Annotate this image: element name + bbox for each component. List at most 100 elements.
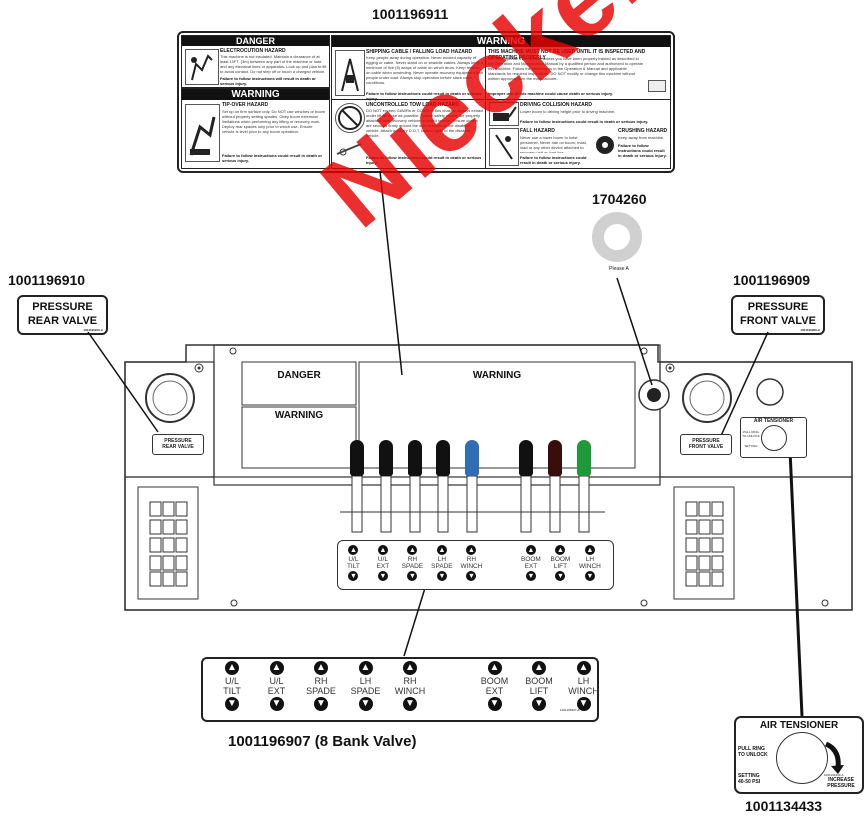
valve-bank-function-line2: SPADE xyxy=(306,686,336,696)
valve-lever-knob[interactable] xyxy=(408,440,422,476)
air-tensioner-decal: AIR TENSIONER PULL RING TO UNLOCK SETTIN… xyxy=(734,716,864,794)
tipover-section: WARNING TIP-OVER HAZARD Set up on firm s… xyxy=(181,88,330,169)
warning-section: WARNING SHIPPING CABLE / FALLING LOAD HA… xyxy=(331,35,671,169)
valve-lever-knob[interactable] xyxy=(519,440,533,476)
down-arrow-icon: ▼ xyxy=(436,570,447,581)
driving-body: Lower boom to driving height prior to dr… xyxy=(520,109,616,114)
panel-rear-pressure-decal: PRESSURE REAR VALVE xyxy=(152,434,204,455)
valve-lever-knob[interactable] xyxy=(548,440,562,476)
panel-valve-function-line1: LH xyxy=(585,555,595,563)
right-switch-grid xyxy=(684,500,726,588)
part-number-rear-valve-decal: 1001196910 xyxy=(8,272,86,288)
part-number-front-valve-decal: 1001196909 xyxy=(733,272,811,288)
panel-air-left-bottom: SETTING xyxy=(744,444,758,448)
down-arrow-icon: ▼ xyxy=(403,697,417,711)
driving-footer: Failure to follow instructions could res… xyxy=(520,119,649,124)
panel-valve-function-line1: RH xyxy=(407,555,418,563)
part-number-safety-decal: 1001196911 xyxy=(372,6,449,22)
valve-bank-function-line1: U/L xyxy=(224,676,239,686)
panel-front-pressure-text: PRESSURE FRONT VALVE xyxy=(688,438,724,450)
panel-air-tensioner-title: AIR TENSIONER xyxy=(753,418,794,424)
panel-valve-function-line1: BOOM xyxy=(550,555,571,563)
down-arrow-icon: ▼ xyxy=(466,570,477,581)
fall-body: Never use a lower boom to hoist personne… xyxy=(520,135,587,153)
tipover-pictogram xyxy=(185,104,220,162)
panel-valve-function-line2: TILT xyxy=(346,563,360,570)
valve-lever-knob[interactable] xyxy=(577,440,591,476)
down-arrow-icon: ▼ xyxy=(576,697,591,711)
tipover-body: Set up on firm surface only. Do NOT use … xyxy=(222,109,326,134)
electrocution-pictogram xyxy=(185,49,219,85)
tow-pictogram-2 xyxy=(335,134,363,162)
driving-title: DRIVING COLLISION HAZARD xyxy=(520,102,592,108)
down-arrow-icon: ▼ xyxy=(377,570,388,581)
inspect-footer: Improper use of this machine could cause… xyxy=(488,91,614,96)
valve-bank-function-line2: WINCH xyxy=(568,686,599,696)
down-arrow-icon: ▼ xyxy=(407,570,418,581)
electrocution-icon xyxy=(191,54,213,81)
tipover-icon xyxy=(189,116,216,156)
up-arrow-icon: ▲ xyxy=(269,661,284,675)
down-arrow-icon: ▼ xyxy=(269,697,284,711)
down-arrow-icon: ▼ xyxy=(555,570,566,581)
panel-valve-function-line2: EXT xyxy=(376,563,390,570)
part-number-air-tensioner-decal: 1001134433 xyxy=(745,798,823,814)
fall-title: FALL HAZARD xyxy=(520,128,555,134)
up-arrow-icon: ▲ xyxy=(525,545,536,556)
up-arrow-icon: ▲ xyxy=(466,545,477,556)
fall-pictogram xyxy=(489,128,519,166)
valve-bank-function-line1: RH xyxy=(314,676,328,686)
tow-title: UNCONTROLLED TOW LOAD HAZARD xyxy=(366,102,459,108)
air-tensioner-small: 1001134433-A xyxy=(824,773,844,777)
shipping-title: SHIPPING CABLE / FALLING LOAD HAZARD xyxy=(366,49,473,55)
rear-valve-label: PRESSURE REAR VALVE xyxy=(27,301,98,327)
valve-lever-knob[interactable] xyxy=(379,440,393,476)
no-tow-icon xyxy=(338,106,362,130)
up-arrow-icon: ▲ xyxy=(348,545,359,556)
up-arrow-icon: ▲ xyxy=(407,545,418,556)
part-number-seal: 1704260 xyxy=(592,191,647,207)
down-arrow-icon: ▼ xyxy=(225,697,239,711)
up-arrow-icon: ▲ xyxy=(555,545,566,556)
panel-rear-pressure-text: PRESSURE REAR VALVE xyxy=(162,438,194,450)
rear-valve-small: 1001196910-A xyxy=(83,328,103,332)
shipping-body: Keep people away during operation. Never… xyxy=(366,55,484,85)
valve-bank-function-line1: BOOM xyxy=(480,676,509,686)
up-arrow-icon: ▲ xyxy=(377,545,388,556)
air-tensioner-increase: INCREASE PRESSURE xyxy=(827,777,855,789)
increase-arrow-icon xyxy=(824,741,844,774)
tow-footer: Failure to follow instructions could res… xyxy=(366,155,482,165)
up-arrow-icon: ▲ xyxy=(358,661,373,675)
seal-text: Please A xyxy=(609,266,629,272)
front-valve-label: PRESSURE FRONT VALVE xyxy=(740,301,816,327)
valve-lever-knob[interactable] xyxy=(436,440,450,476)
valve-lever-knob[interactable] xyxy=(465,440,479,476)
switch-grid-graphic xyxy=(149,501,188,587)
valve-lever-knob[interactable] xyxy=(350,440,364,476)
up-arrow-icon: ▲ xyxy=(584,545,595,556)
panel-danger-label: DANGER xyxy=(277,370,321,381)
truck-collision-icon xyxy=(493,106,517,121)
tow-chain-icon xyxy=(336,143,362,156)
panel-warning-label-left: WARNING xyxy=(274,410,324,421)
air-tensioner-pull-ring: PULL RING TO UNLOCK xyxy=(738,746,768,758)
crushing-body: Keep away from machine. xyxy=(618,135,665,140)
left-switch-grid xyxy=(148,500,190,588)
valve-bank-function-line2: WINCH xyxy=(394,686,426,696)
crushing-title: CRUSHING HAZARD xyxy=(618,128,668,134)
panel-valve-function-line2: WINCH xyxy=(578,563,601,570)
warning-header-small: WARNING xyxy=(182,89,329,100)
valve-bank-function-line1: BOOM xyxy=(525,676,553,686)
